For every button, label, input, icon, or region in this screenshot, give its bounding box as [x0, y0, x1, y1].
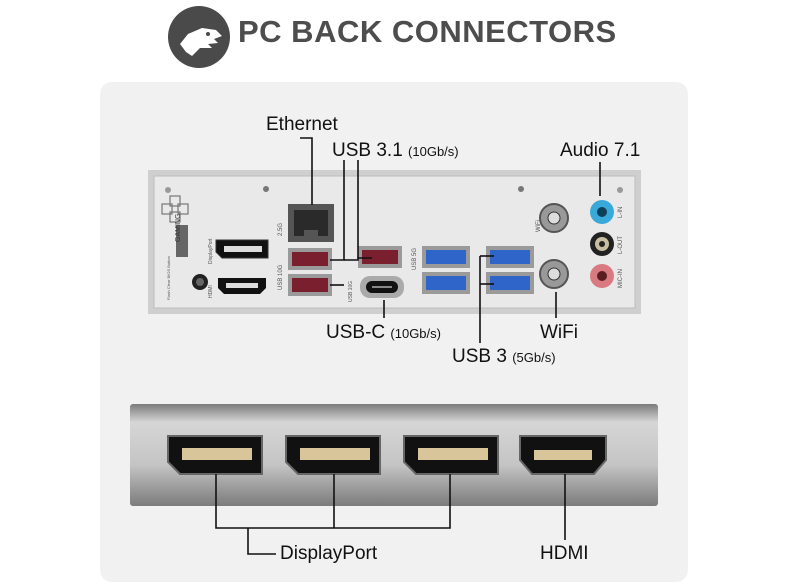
- hdmi-connector: [519, 435, 607, 475]
- audio-mic-text: MIC-IN: [618, 269, 624, 288]
- usbc-label: USB-C (10Gb/s): [326, 322, 441, 344]
- usb31-label-text: USB 3.1: [332, 140, 403, 161]
- usb3-speed: (5Gb/s): [512, 350, 556, 365]
- usb10g-text: USB 10G: [278, 264, 284, 290]
- gaming-text: GAMING: [175, 214, 182, 242]
- wifi-small-text: WiFi: [536, 220, 542, 232]
- page-title: PC BACK CONNECTORS: [238, 14, 617, 49]
- displayport-label: DisplayPort: [280, 543, 378, 564]
- usb3-label-text: USB 3: [452, 346, 507, 367]
- usbc-label-text: USB-C: [326, 322, 386, 343]
- audio-lin-text: L-IN: [618, 207, 624, 218]
- hdmi-small-text: HDMI: [208, 285, 214, 298]
- wifi-label: WiFi: [540, 322, 578, 343]
- displayport-connector: [285, 435, 381, 475]
- audio-label: Audio 7.1: [560, 140, 641, 161]
- gpu-io-bracket: [130, 404, 658, 506]
- usb31-label: USB 3.1 (10Gb/s): [332, 140, 459, 162]
- dinosaur-head-icon: [168, 6, 230, 68]
- usbc-speed: (10Gb/s): [390, 326, 441, 341]
- usb31-speed: (10Gb/s): [408, 144, 459, 159]
- usb5g-text: USB 5G: [412, 248, 418, 270]
- usbc-10g-text: USB 10G: [348, 281, 354, 302]
- displayport-connector: [167, 435, 263, 475]
- ethernet-label: Ethernet: [266, 114, 338, 135]
- motherboard-io-shield: GAMING DisplayPort HDMI 2.5G USB 10G USB…: [148, 170, 641, 314]
- displayport-connector: [403, 435, 499, 475]
- audio-lout-text: L-OUT: [618, 236, 624, 254]
- usb3-label: USB 3 (5Gb/s): [452, 346, 556, 368]
- hdmi-label: HDMI: [540, 543, 589, 564]
- displayport-small-text: DisplayPort: [208, 238, 214, 264]
- header: PC BACK CONNECTORS: [0, 0, 786, 80]
- eth-speed-text: 2.5G: [278, 223, 284, 236]
- clear-bios-text: Flash Clear BIOS Button: [166, 256, 171, 300]
